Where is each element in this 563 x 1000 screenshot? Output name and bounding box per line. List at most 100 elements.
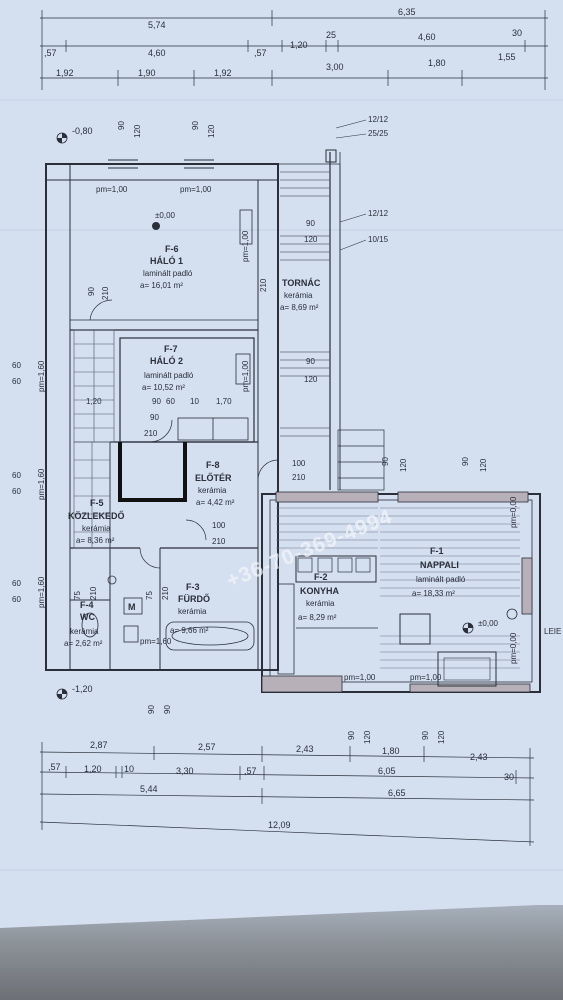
room-f4: F-4 WC kerámia a= 2,62 m² <box>64 600 103 648</box>
svg-text:pm=0,00: pm=0,00 <box>509 496 518 528</box>
top-dim-7: 25 <box>326 30 336 40</box>
svg-text:90: 90 <box>461 457 470 466</box>
top-dim-11: 1,90 <box>138 68 156 78</box>
svg-text:pm=1,60: pm=1,60 <box>140 637 172 646</box>
svg-text:90: 90 <box>117 121 126 130</box>
svg-text:kerámia: kerámia <box>306 599 335 608</box>
svg-text:F-8: F-8 <box>206 460 220 470</box>
svg-text:90: 90 <box>381 457 390 466</box>
svg-text:pm=1,60: pm=1,60 <box>37 468 46 500</box>
door-swings <box>89 299 279 569</box>
top-dim-15: 1,55 <box>498 52 516 62</box>
svg-text:10: 10 <box>190 397 199 406</box>
svg-text:75: 75 <box>145 591 154 600</box>
svg-text:-1,20: -1,20 <box>72 684 93 694</box>
svg-text:kerámia: kerámia <box>70 627 99 636</box>
svg-text:1,70: 1,70 <box>216 397 232 406</box>
svg-text:210: 210 <box>212 537 226 546</box>
room-f8: F-8 ELŐTÉR kerámia a= 4,42 m² <box>195 460 235 507</box>
svg-text:120: 120 <box>479 458 488 472</box>
svg-text:a= 8,36 m²: a= 8,36 m² <box>76 536 115 545</box>
svg-text:pm=1,60: pm=1,60 <box>37 576 46 608</box>
bathroom-fixtures <box>81 575 255 651</box>
svg-text:60: 60 <box>12 579 21 588</box>
top-dim-9: 30 <box>512 28 522 38</box>
svg-text:pm=1,00: pm=1,00 <box>241 360 250 392</box>
svg-text:90: 90 <box>306 357 315 366</box>
svg-text:laminált padló: laminált padló <box>416 575 466 584</box>
svg-text:90: 90 <box>306 219 315 228</box>
svg-text:kerámia: kerámia <box>284 291 313 300</box>
top-dim-12: 1,92 <box>214 68 232 78</box>
paper-ruling <box>0 99 563 871</box>
svg-text:25/25: 25/25 <box>368 129 389 138</box>
bottom-dim-13: 5,44 <box>140 784 158 794</box>
svg-text:90: 90 <box>152 397 161 406</box>
bottom-dim-4: 1,80 <box>382 746 400 756</box>
svg-text:90: 90 <box>87 287 96 296</box>
svg-text:NAPPALI: NAPPALI <box>420 560 459 570</box>
svg-text:90: 90 <box>147 705 156 714</box>
svg-text:KONYHA: KONYHA <box>300 586 340 596</box>
svg-text:60: 60 <box>12 471 21 480</box>
load-wall-2 <box>118 498 186 502</box>
room-f7: F-7 HÁLÓ 2 laminált padló a= 10,52 m² <box>142 344 194 392</box>
svg-text:120: 120 <box>399 458 408 472</box>
svg-text:210: 210 <box>161 586 170 600</box>
svg-text:210: 210 <box>101 286 110 300</box>
svg-text:210: 210 <box>144 429 158 438</box>
bottom-dim-11: 6,05 <box>378 766 396 776</box>
svg-text:FÜRDŐ: FÜRDŐ <box>178 593 210 604</box>
windows-top <box>108 159 214 169</box>
svg-text:kerámia: kerámia <box>82 524 111 533</box>
bottom-dim-5: 2,43 <box>470 752 488 762</box>
leader-lines <box>335 119 367 251</box>
room-f6: ±0,00 F-6 HÁLÓ 1 laminált padló a= 16,01… <box>140 211 193 290</box>
right-wing <box>261 491 541 693</box>
bedroom-furniture <box>177 209 253 441</box>
top-dim-10: 1,92 <box>56 68 74 78</box>
svg-text:pm=0,00: pm=0,00 <box>509 632 518 664</box>
svg-text:pm=1,00: pm=1,00 <box>96 185 128 194</box>
svg-text:60: 60 <box>12 487 21 496</box>
bottom-dim-14: 6,65 <box>388 788 406 798</box>
svg-text:90: 90 <box>347 731 356 740</box>
load-wall-1 <box>118 442 122 500</box>
top-dim-6: 1,20 <box>290 40 308 50</box>
svg-text:pm=1,00: pm=1,00 <box>180 185 212 194</box>
bottom-dim-2: 2,57 <box>198 742 216 752</box>
svg-text:laminált padló: laminált padló <box>144 371 194 380</box>
svg-text:120: 120 <box>304 375 318 384</box>
svg-text:F-7: F-7 <box>164 344 178 354</box>
svg-text:a= 9,66 m²: a= 9,66 m² <box>170 626 209 635</box>
svg-text:WC: WC <box>80 612 95 622</box>
room-f5: F-5 KÖZLEKEDŐ kerámia a= 8,36 m² <box>68 498 125 545</box>
paper-sheet <box>0 0 563 928</box>
bottom-dim-6: ,57 <box>48 762 61 772</box>
svg-text:210: 210 <box>259 278 268 292</box>
svg-text:120: 120 <box>437 730 446 744</box>
svg-text:60: 60 <box>12 595 21 604</box>
svg-text:ELŐTÉR: ELŐTÉR <box>195 472 232 483</box>
svg-text:-0,80: -0,80 <box>72 126 93 136</box>
level-marker-top: -0,80 <box>56 126 93 144</box>
top-dim-3: ,57 <box>44 48 57 58</box>
load-wall-3 <box>183 442 187 502</box>
svg-text:F-1: F-1 <box>430 546 444 556</box>
svg-text:a= 2,62 m²: a= 2,62 m² <box>64 639 103 648</box>
svg-text:120: 120 <box>304 235 318 244</box>
top-dim-5: ,57 <box>254 48 267 58</box>
svg-text:120: 120 <box>133 124 142 138</box>
svg-text:F-6: F-6 <box>165 244 179 254</box>
veranda-railing <box>280 152 341 490</box>
meter-label: M <box>128 602 136 612</box>
svg-text:F-2: F-2 <box>314 572 328 582</box>
svg-text:pm=1,00: pm=1,00 <box>241 230 250 262</box>
svg-text:a= 8,69 m²: a= 8,69 m² <box>280 303 319 312</box>
top-dimension-lines <box>40 10 548 90</box>
svg-text:12/12: 12/12 <box>368 115 389 124</box>
room-f2: F-2 KONYHA kerámia a= 8,29 m² <box>298 572 340 622</box>
level-marker-bottom: -1,20 <box>56 684 93 700</box>
